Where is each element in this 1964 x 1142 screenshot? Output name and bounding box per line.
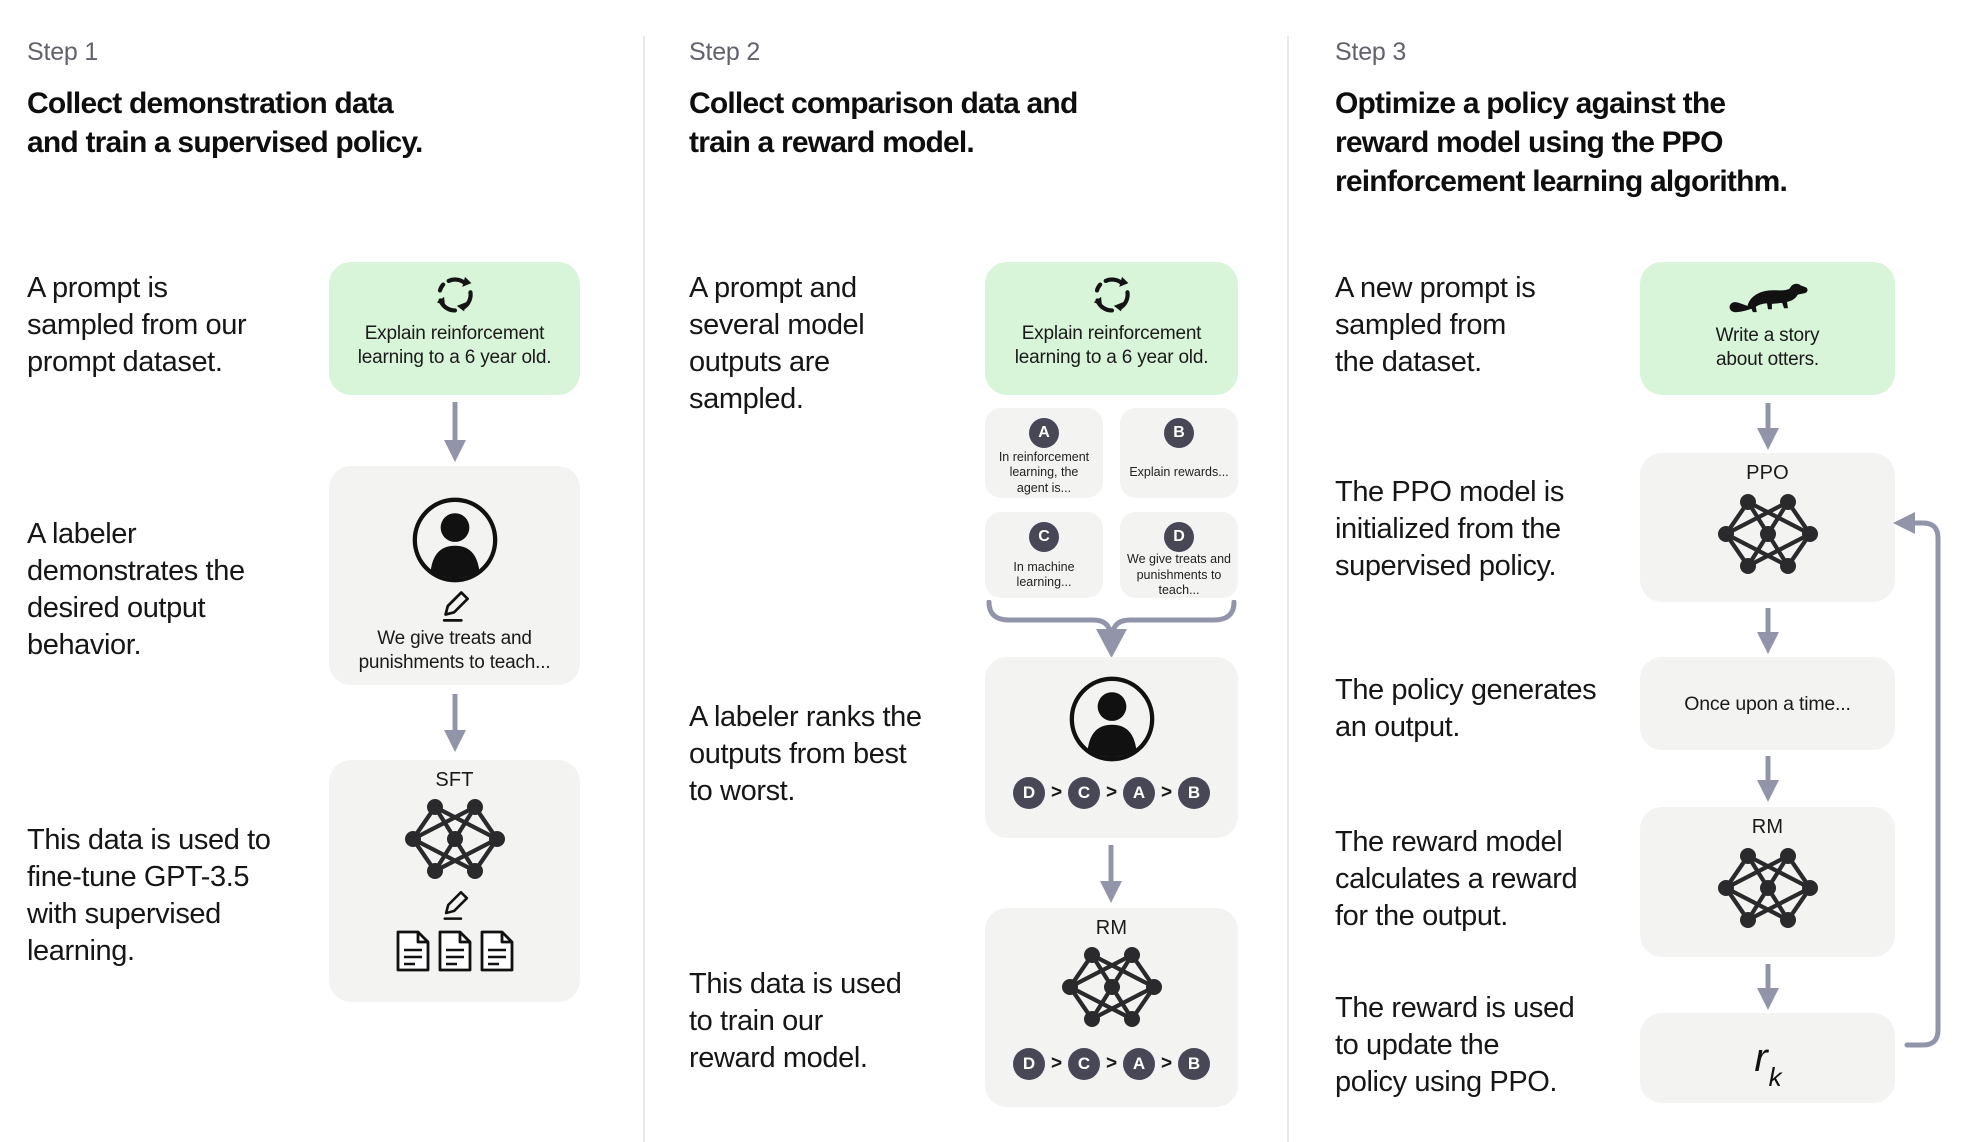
rm-box-title: RM bbox=[1751, 816, 1784, 838]
column-divider-2 bbox=[1287, 36, 1289, 1142]
step3-caption-newprompt: A new prompt is sampled from the dataset… bbox=[1335, 272, 1536, 378]
brace-arrow bbox=[986, 600, 1237, 658]
rank-badge: C bbox=[1068, 1048, 1100, 1080]
step3-caption-init: The PPO model is initialized from the su… bbox=[1335, 476, 1564, 582]
step3-caption-update: The reward is used to update the policy … bbox=[1335, 992, 1575, 1098]
document-icon bbox=[436, 929, 474, 973]
rank-badge: A bbox=[1123, 1048, 1155, 1080]
rank-separator: > bbox=[1160, 782, 1173, 803]
pencil-icon bbox=[437, 588, 473, 624]
step1-prompt-box-text: Explain reinforcement learning to a 6 ye… bbox=[357, 323, 552, 368]
step2-heading: Collect comparison data and train a rewa… bbox=[689, 87, 1078, 159]
step2-caption-sampled: A prompt and several model outputs are s… bbox=[689, 272, 865, 415]
down-arrow bbox=[1757, 964, 1779, 1010]
pencil-icon bbox=[438, 888, 472, 922]
rank-separator: > bbox=[1050, 782, 1063, 803]
down-arrow bbox=[444, 402, 466, 462]
step1-labeler-box: We give treats and punishments to teach.… bbox=[329, 466, 580, 685]
output-text-b: Explain rewards... bbox=[1129, 465, 1229, 480]
output-text-a: In reinforcement learning, the agent is.… bbox=[998, 449, 1090, 495]
step3-reward-box: rk bbox=[1640, 1013, 1895, 1103]
step3-ppo-box: PPO bbox=[1640, 453, 1895, 602]
cycle-icon bbox=[435, 275, 475, 315]
ranking-row: D > C > A > B bbox=[1013, 777, 1210, 809]
ranking-row: D > C > A > B bbox=[1013, 1048, 1210, 1080]
output-badge-a: A bbox=[1029, 418, 1059, 448]
output-box-text: Once upon a time... bbox=[1684, 692, 1851, 715]
rank-separator: > bbox=[1105, 1053, 1118, 1074]
step2-label: Step 2 bbox=[689, 38, 761, 66]
step2-caption-train: This data is used to train our reward mo… bbox=[689, 968, 902, 1074]
rank-separator: > bbox=[1160, 1053, 1173, 1074]
step3-label: Step 3 bbox=[1335, 38, 1407, 66]
network-icon bbox=[1716, 844, 1820, 932]
rank-badge: C bbox=[1068, 777, 1100, 809]
step2-rm-box: RM D > C > A > B bbox=[985, 908, 1238, 1107]
rank-badge: B bbox=[1178, 777, 1210, 809]
step3-caption-calculates: The reward model calculates a reward for… bbox=[1335, 826, 1578, 932]
person-icon bbox=[1068, 675, 1156, 763]
step2-caption-ranks: A labeler ranks the outputs from best to… bbox=[689, 701, 922, 807]
output-text-c: In machine learning... bbox=[1013, 559, 1075, 590]
ppo-box-title: PPO bbox=[1746, 462, 1789, 484]
documents-icon bbox=[394, 929, 516, 973]
output-box-c: C In machine learning... bbox=[985, 512, 1103, 598]
step2-prompt-box-text: Explain reinforcement learning to a 6 ye… bbox=[1014, 323, 1209, 368]
column-divider-1 bbox=[643, 36, 645, 1142]
step1-caption-prompt: A prompt is sampled from our prompt data… bbox=[27, 272, 247, 378]
network-icon bbox=[1060, 943, 1164, 1031]
rank-badge: D bbox=[1013, 1048, 1045, 1080]
down-arrow bbox=[1757, 756, 1779, 802]
document-icon bbox=[478, 929, 516, 973]
rank-badge: B bbox=[1178, 1048, 1210, 1080]
document-icon bbox=[394, 929, 432, 973]
step1-heading: Collect demonstration data and train a s… bbox=[27, 87, 423, 159]
output-box-a: A In reinforcement learning, the agent i… bbox=[985, 408, 1103, 498]
output-box-d: D We give treats and punishments to teac… bbox=[1120, 512, 1238, 598]
step3-output-box: Once upon a time... bbox=[1640, 657, 1895, 750]
person-icon bbox=[411, 496, 499, 584]
down-arrow bbox=[1757, 608, 1779, 654]
down-arrow bbox=[1100, 845, 1122, 903]
step3-heading: Optimize a policy against the reward mod… bbox=[1335, 87, 1788, 198]
output-text-d: We give treats and punishments to teach.… bbox=[1127, 552, 1231, 597]
step1-caption-labeler: A labeler demonstrates the desired outpu… bbox=[27, 518, 245, 661]
rank-separator: > bbox=[1105, 782, 1118, 803]
step2-prompt-box: Explain reinforcement learning to a 6 ye… bbox=[985, 262, 1238, 395]
down-arrow bbox=[1757, 403, 1779, 450]
step3-prompt-box-text: Write a story about otters. bbox=[1715, 325, 1820, 370]
rm-box-title: RM bbox=[1095, 917, 1128, 939]
rank-badge: D bbox=[1013, 777, 1045, 809]
reward-symbol: rk bbox=[1754, 1035, 1782, 1092]
cycle-icon bbox=[1092, 275, 1132, 315]
step3-caption-generates: The policy generates an output. bbox=[1335, 674, 1597, 743]
rank-separator: > bbox=[1050, 1053, 1063, 1074]
feedback-loop-arrow bbox=[1893, 512, 1941, 1048]
otter-icon bbox=[1727, 281, 1809, 318]
step1-label: Step 1 bbox=[27, 38, 99, 66]
network-icon bbox=[403, 795, 507, 883]
step3-prompt-box: Write a story about otters. bbox=[1640, 262, 1895, 395]
step1-caption-finetune: This data is used to fine-tune GPT-3.5 w… bbox=[27, 824, 271, 967]
output-badge-d: D bbox=[1164, 522, 1194, 552]
step1-prompt-box: Explain reinforcement learning to a 6 ye… bbox=[329, 262, 580, 395]
output-badge-b: B bbox=[1164, 418, 1194, 448]
step1-labeler-box-text: We give treats and punishments to teach.… bbox=[358, 628, 551, 673]
step1-sft-box: SFT bbox=[329, 760, 580, 1002]
rank-badge: A bbox=[1123, 777, 1155, 809]
down-arrow bbox=[444, 694, 466, 752]
step3-rm-box: RM bbox=[1640, 807, 1895, 957]
step2-rank-box: D > C > A > B bbox=[985, 657, 1238, 838]
sft-box-title: SFT bbox=[435, 769, 474, 791]
output-box-b: B Explain rewards... bbox=[1120, 408, 1238, 498]
output-badge-c: C bbox=[1029, 522, 1059, 552]
network-icon bbox=[1716, 490, 1820, 578]
